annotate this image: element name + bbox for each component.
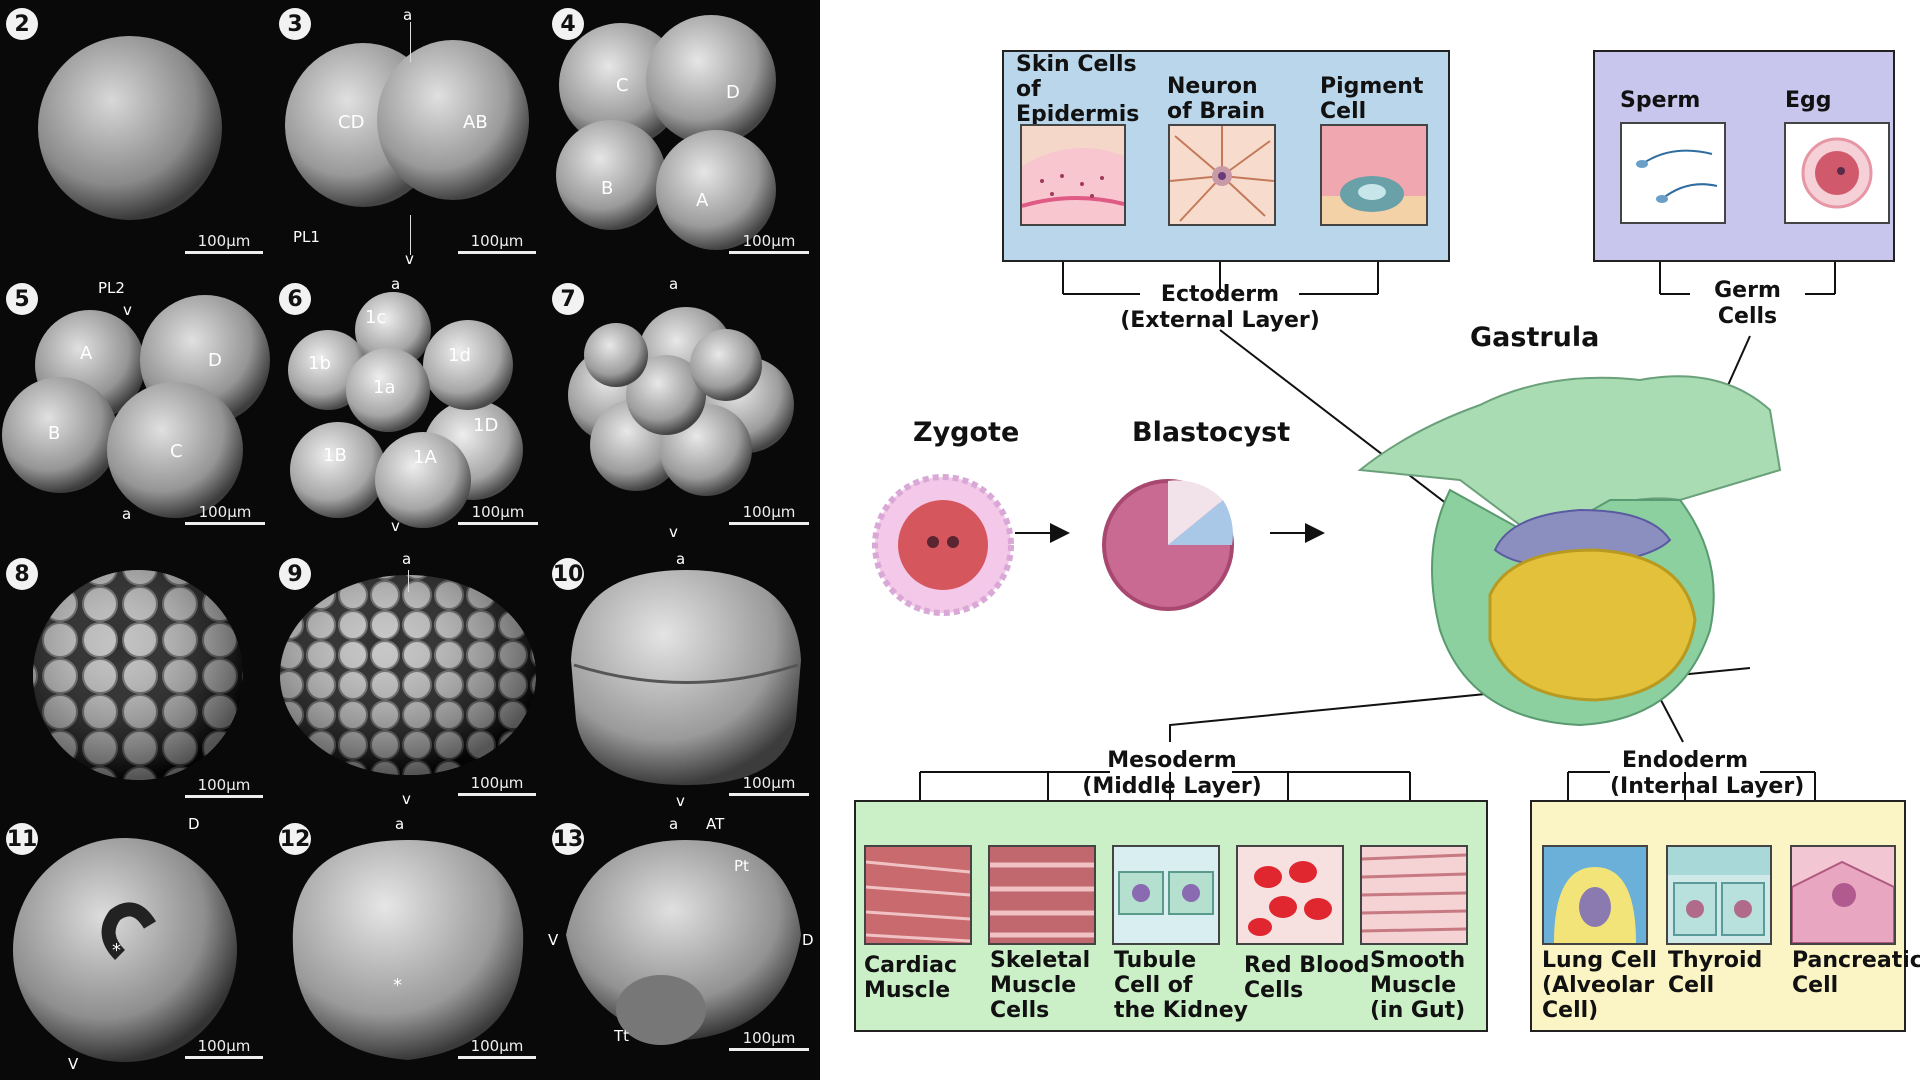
scale-bar: 100µm <box>729 232 809 254</box>
pigment-cell-image <box>1320 124 1428 226</box>
scale-bar: 100µm <box>185 776 263 798</box>
scale-bar: 100µm <box>458 232 536 254</box>
scale-bar: 100µm <box>458 774 536 796</box>
panel-number: 13 <box>552 823 584 855</box>
zygote-label: Zygote <box>913 417 1020 448</box>
panel-number: 11 <box>6 823 38 855</box>
scale-bar: 100µm <box>185 1037 263 1059</box>
sperm-image <box>1620 122 1726 224</box>
panel-number: 9 <box>279 558 311 590</box>
embryo-1-cell <box>38 36 222 220</box>
panel-number: 7 <box>552 283 584 315</box>
scale-bar: 100µm <box>185 232 263 254</box>
embryo-panel-5 <box>2 295 270 518</box>
scale-bar: 100µm <box>729 1029 809 1051</box>
panel-number: 2 <box>6 8 38 40</box>
embryo-panel-8 <box>33 570 243 780</box>
embryo-panel-13 <box>566 840 801 1045</box>
panel-6: a 1c 1b 1d 1a 1D 1B 1A v 6 100µm <box>273 275 546 550</box>
panel-12: a * 12 100µm <box>273 815 546 1080</box>
panel-4: C D B A 4 100µm <box>546 0 820 265</box>
sem-micrograph-plate: 2 100µm a CD AB PL1 v 3 100µm C D B A 4 <box>0 0 820 1080</box>
panel-3: a CD AB PL1 v 3 100µm <box>273 0 546 265</box>
scale-bar: 100µm <box>458 1037 536 1059</box>
gastrula-label: Gastrula <box>1470 322 1600 353</box>
scale-bar: 100µm <box>729 503 809 525</box>
ectoderm-header: Ectoderm(External Layer) <box>1120 282 1320 333</box>
panel-number: 4 <box>552 8 584 40</box>
embryo-4-cell <box>556 15 776 250</box>
panel-13: a AT Pt V D Tt 13 100µm <box>546 815 820 1080</box>
panel-number: 6 <box>279 283 311 315</box>
embryo-panel-9 <box>280 575 536 775</box>
embryo-panel-11 <box>13 838 237 1062</box>
gastrula-illustration <box>1357 375 1782 727</box>
panel-number: 3 <box>279 8 311 40</box>
embryo-panel-6 <box>288 292 523 528</box>
panel-number: 10 <box>552 558 584 590</box>
lung-cell-image <box>1542 845 1648 945</box>
egg-label: Egg <box>1785 88 1832 113</box>
scale-bar: 100µm <box>185 503 265 525</box>
panel-number: 5 <box>6 283 38 315</box>
blastocyst-label: Blastocyst <box>1132 417 1291 448</box>
embryo-2-cell <box>285 40 529 207</box>
panel-5: PL2 v A D B C a 5 100µm <box>0 275 273 550</box>
panel-11: D * V 11 100µm <box>0 815 273 1080</box>
endoderm-header: Endoderm(Internal Layer) <box>1610 748 1805 799</box>
neuron-image <box>1168 124 1276 226</box>
panel-number: 8 <box>6 558 38 590</box>
blastocyst-illustration <box>1102 479 1234 611</box>
panel-10: a v 10 100µm <box>546 550 820 815</box>
skin-cells-image <box>1020 124 1126 226</box>
scale-bar: 100µm <box>458 503 538 525</box>
embryo-panel-10 <box>571 570 801 785</box>
zygote-illustration <box>872 474 1014 616</box>
panel-number: 12 <box>279 823 311 855</box>
embryo-panel-12 <box>292 840 524 1060</box>
scale-bar: 100µm <box>729 774 809 796</box>
egg-image <box>1784 122 1890 224</box>
embryo-panel-7 <box>568 307 794 496</box>
cardiac-muscle-image <box>864 845 972 945</box>
smooth-muscle-image <box>1360 845 1468 945</box>
pancreatic-cell-image <box>1790 845 1896 945</box>
thyroid-cell-image <box>1666 845 1772 945</box>
panel-8: 8 100µm <box>0 550 273 815</box>
skeletal-muscle-image <box>988 845 1096 945</box>
red-blood-cells-image <box>1236 845 1344 945</box>
mesoderm-header: Mesoderm(Middle Layer) <box>1082 748 1262 799</box>
kidney-tubule-image <box>1112 845 1220 945</box>
sperm-label: Sperm <box>1620 88 1701 113</box>
panel-7: a v 7 100µm <box>546 275 820 550</box>
panel-9: a v 9 100µm <box>273 550 546 815</box>
panel-2: 2 100µm <box>0 0 273 265</box>
